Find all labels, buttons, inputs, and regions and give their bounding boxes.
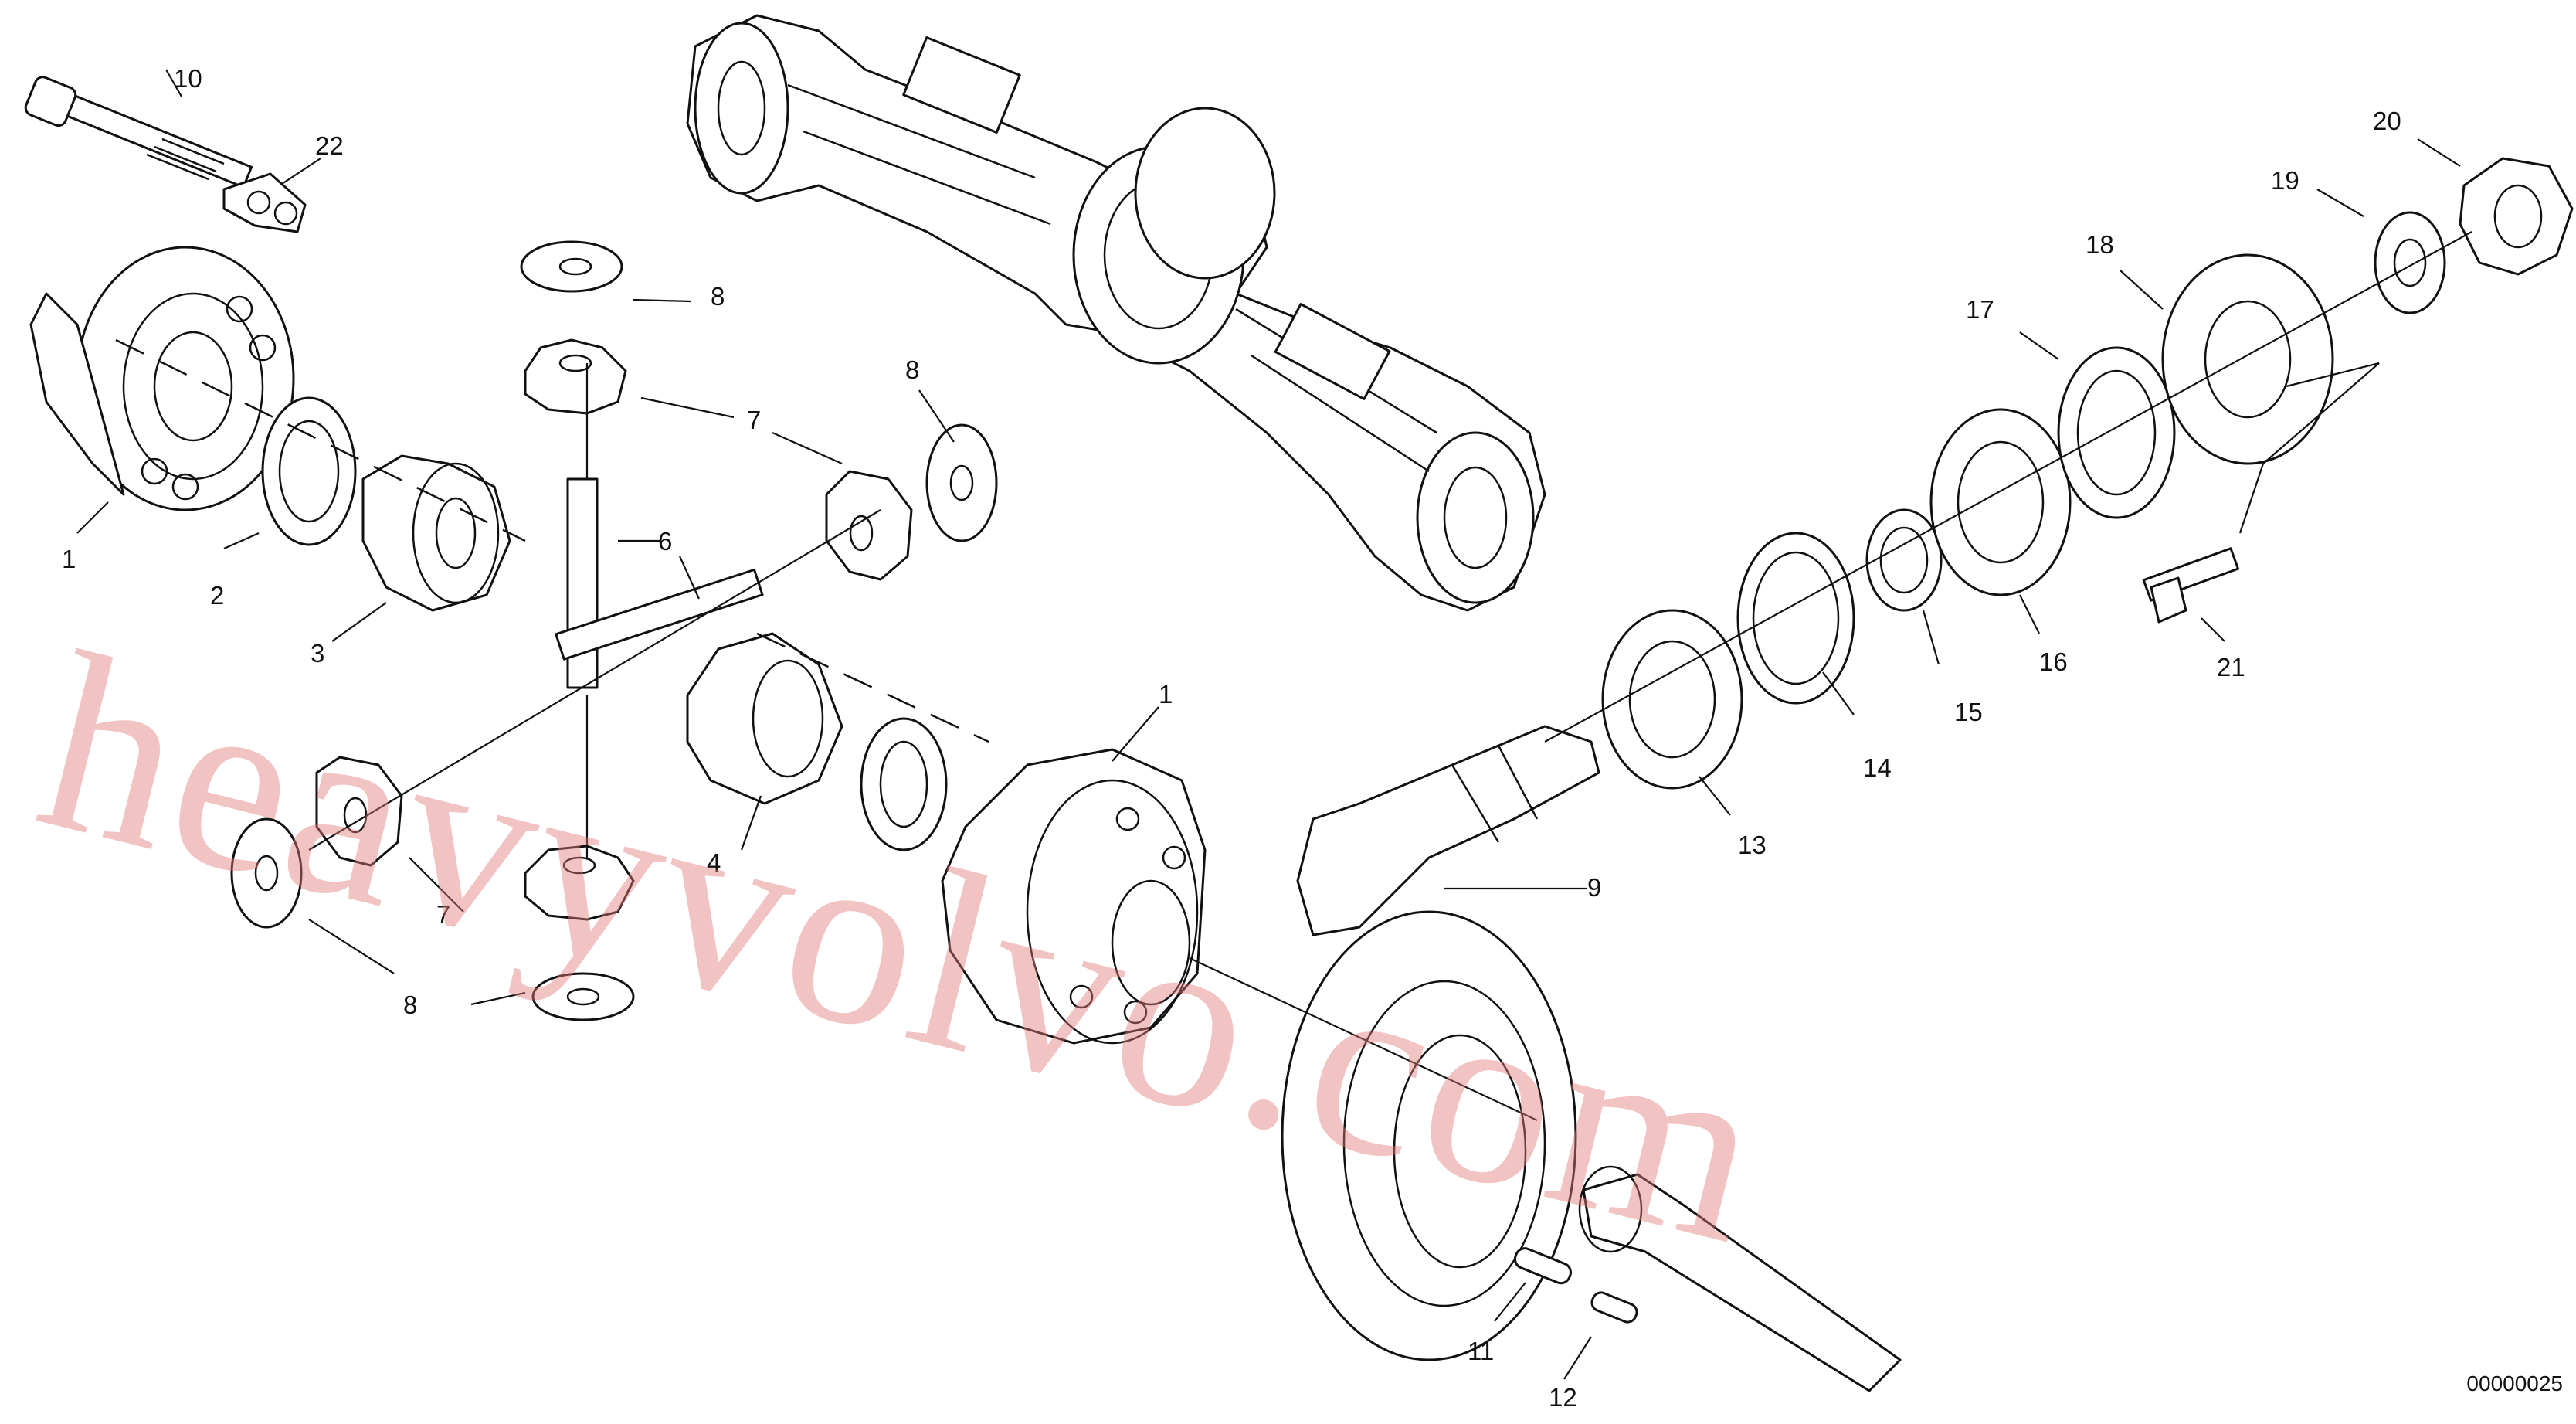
callout-20: 20 <box>2373 107 2401 135</box>
callout-3: 3 <box>311 639 324 668</box>
leader-lines <box>76 69 2461 1380</box>
callout-21: 21 <box>2217 653 2245 681</box>
part-4-side-gear <box>686 632 843 805</box>
output-shaft <box>1578 1165 1902 1392</box>
part-22-lock-plate <box>222 172 307 233</box>
part-15-spacer-ring <box>1865 508 1943 612</box>
part-7-pinion-gear-left <box>315 756 403 867</box>
callout-7-top: 7 <box>747 406 761 434</box>
callout-22: 22 <box>315 131 344 160</box>
watermark-text: heavyvolvo.com <box>18 600 1790 1299</box>
callout-14: 14 <box>1863 753 1892 782</box>
part-10-bolt <box>24 76 253 189</box>
callout-8-top: 8 <box>711 282 725 311</box>
callout-1-right: 1 <box>1159 680 1173 709</box>
part-1-differential-case-left <box>29 246 295 511</box>
callout-13: 13 <box>1738 831 1767 859</box>
crown-wheel <box>1281 910 1577 1361</box>
callout-6: 6 <box>658 527 672 556</box>
part-19-washer <box>2374 211 2446 314</box>
part-7-pinion-gear-right <box>825 470 913 581</box>
callout-7-left: 7 <box>436 900 450 929</box>
part-14-shim <box>1736 532 1855 705</box>
axle-housing-assembly <box>686 14 1546 612</box>
callout-2: 2 <box>210 581 224 610</box>
part-7-pinion-gear-top <box>524 338 627 415</box>
part-6-cross-shafts <box>555 477 764 689</box>
assembly-lines <box>115 231 2472 1121</box>
callout-11: 11 <box>1468 1337 1494 1365</box>
part-21-bolt <box>2142 547 2240 624</box>
part-18-companion-flange <box>2161 253 2334 465</box>
part-20-nut <box>2459 157 2574 276</box>
part-7-pinion-gear-bottom <box>524 845 635 921</box>
callout-9: 9 <box>1587 873 1601 902</box>
part-17-seal <box>2057 346 2176 519</box>
callout-labels: 10 22 8 7 8 6 1 2 3 7 4 1 9 7 8 20 19 18… <box>62 64 2401 1412</box>
callout-8-right: 8 <box>905 355 919 384</box>
thrust-washer-center <box>860 717 948 851</box>
callout-4: 4 <box>707 848 721 877</box>
callout-1-left: 1 <box>62 545 76 573</box>
callout-18: 18 <box>2086 230 2114 259</box>
part-8-washer-bottom <box>531 972 635 1021</box>
part-8-washer-top <box>520 240 623 293</box>
part-16-bearing <box>1929 408 2072 596</box>
part-9-pinion-shaft <box>1296 725 1600 936</box>
part-8-washer-right <box>925 423 998 542</box>
callout-10: 10 <box>174 64 202 93</box>
reference-code: 00000025 <box>2466 1371 2563 1395</box>
callout-17: 17 <box>1966 295 1994 324</box>
part-13-bearing <box>1601 609 1743 790</box>
part-12-roll-pin <box>1590 1291 1638 1324</box>
callout-19: 19 <box>2271 166 2299 195</box>
part-3-side-gear <box>361 454 511 612</box>
callout-16: 16 <box>2039 647 2068 676</box>
part-8-washer-left <box>230 817 303 929</box>
callout-8-bottom: 8 <box>403 991 417 1019</box>
part-1-differential-case-right <box>941 748 1207 1045</box>
callout-12: 12 <box>1549 1383 1577 1412</box>
callout-15: 15 <box>1954 698 1983 726</box>
part-11-roll-pin <box>1513 1247 1572 1285</box>
part-2-thrust-washer <box>261 396 357 546</box>
